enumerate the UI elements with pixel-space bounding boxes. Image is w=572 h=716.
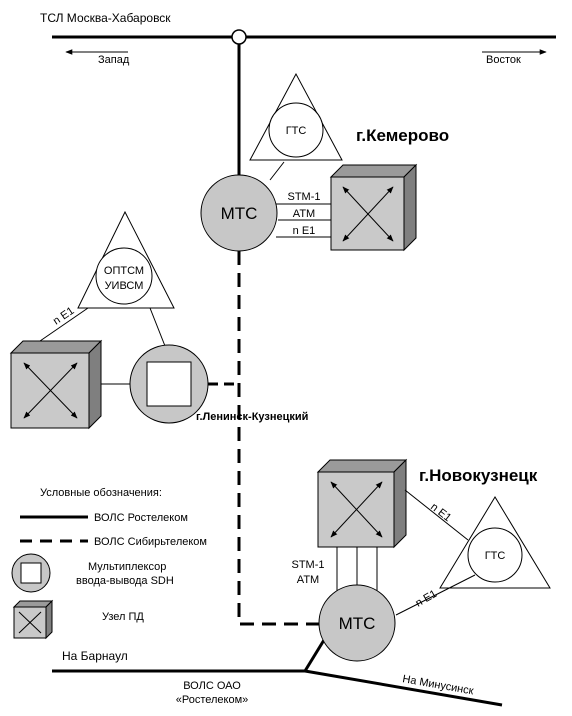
kemerovo-gts-circle	[268, 102, 324, 158]
kemerovo-stm: STM-1	[288, 191, 321, 203]
novokuznetsk-gts-label: ГТС	[485, 550, 506, 562]
novokuznetsk-ne1-bottom: n E1	[414, 588, 440, 610]
trunk-junction	[231, 29, 247, 45]
novokuznetsk-stm: STM-1	[292, 559, 325, 571]
legend-mux-icon	[11, 553, 51, 593]
novokuznetsk-ne1-top: n E1	[428, 501, 453, 524]
novokuznetsk-mts-circle	[318, 584, 396, 662]
legend-node-icon	[12, 599, 54, 640]
kemerovo-ne1: n E1	[293, 225, 316, 237]
novokuznetsk-city: г.Новокузнецк	[419, 466, 538, 485]
leninsk-ne1-link	[39, 307, 89, 342]
leninsk-node-icon	[9, 339, 103, 430]
novokuznetsk-node-icon	[316, 458, 408, 549]
sibir-link-main	[237, 251, 319, 626]
minusinsk-line	[304, 669, 503, 707]
legend-rostelecom-label: ВОЛС Ростелеком	[94, 512, 188, 524]
legend-node-label: Узел ПД	[102, 611, 144, 623]
kemerovo-mts-gts-link	[269, 161, 285, 181]
kemerovo-gts-label: ГТС	[286, 125, 307, 137]
leninsk-station-line2: УИВСМ	[105, 280, 144, 292]
barnaul-label: На Барнаул	[62, 649, 128, 663]
leninsk-station-line1: ОПТСМ	[104, 265, 144, 277]
kemerovo-city: г.Кемерово	[356, 126, 449, 145]
kemerovo-mts-label: МТС	[221, 204, 258, 223]
west-label: Запад	[98, 54, 130, 66]
leninsk-city: г.Ленинск-Кузнецкий	[196, 411, 308, 423]
leninsk-mux-icon	[129, 344, 209, 424]
legend-mux-line1: Мультиплексор	[88, 561, 166, 573]
leninsk-station-circle	[95, 247, 153, 305]
rostelecom-link-novokuznetsk	[303, 639, 326, 672]
legend-mux-line2: ввода-вывода SDH	[76, 575, 174, 587]
kemerovo-node-icon	[329, 163, 418, 252]
kemerovo-atm: ATM	[293, 208, 315, 220]
novokuznetsk-mts-label: МТС	[339, 614, 376, 633]
leninsk-station-mux-link	[149, 307, 166, 347]
legend-sibir-label: ВОЛС Сибирьтелеком	[94, 536, 207, 548]
novokuznetsk-gts-circle	[467, 527, 523, 583]
novokuznetsk-node-gts-link	[404, 489, 469, 541]
volc-label-line2: «Ростелеком»	[176, 694, 249, 706]
trunk-label: ТСЛ Москва-Хабаровск	[40, 11, 171, 25]
novokuznetsk-mts-gts-link	[395, 574, 476, 616]
east-label: Восток	[486, 54, 521, 66]
volc-label-line1: ВОЛС ОАО	[183, 680, 241, 692]
novokuznetsk-atm: ATM	[297, 574, 319, 586]
legend-title: Условные обозначения:	[40, 487, 162, 499]
